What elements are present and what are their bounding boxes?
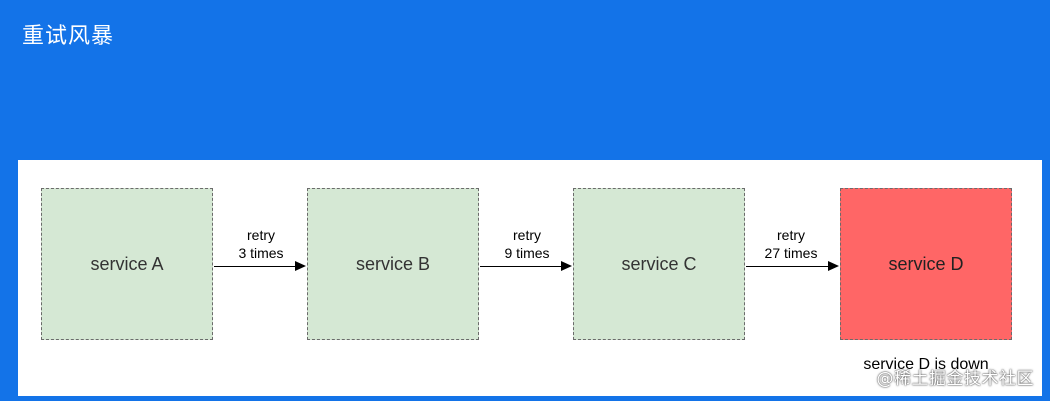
edge-label-line: 27 times (764, 245, 818, 261)
edge-label-a-to-b: retry 3 times (215, 226, 307, 262)
edge-label-line: retry (777, 227, 805, 243)
service-c-box: service C (573, 188, 745, 340)
arrow-c-to-d (746, 261, 839, 271)
edge-label-line: retry (247, 227, 275, 243)
service-d-down-note: service D is down (863, 356, 989, 373)
page-title: 重试风暴 (22, 24, 115, 49)
service-b-box: service B (307, 188, 479, 340)
edge-label-line: 3 times (238, 245, 284, 261)
service-d-box: service D (840, 188, 1012, 340)
watermark: @稀土掘金技术社区 (876, 369, 1034, 389)
edge-label-line: retry (513, 227, 541, 243)
edge-label-line: 9 times (504, 245, 550, 261)
service-a-box: service A (41, 188, 213, 340)
diagram-canvas: service A service B service C service D … (18, 160, 1042, 396)
edge-label-b-to-c: retry 9 times (481, 226, 573, 262)
arrow-b-to-c (480, 261, 572, 271)
edge-label-c-to-d: retry 27 times (745, 226, 837, 262)
arrow-a-to-b (214, 261, 306, 271)
